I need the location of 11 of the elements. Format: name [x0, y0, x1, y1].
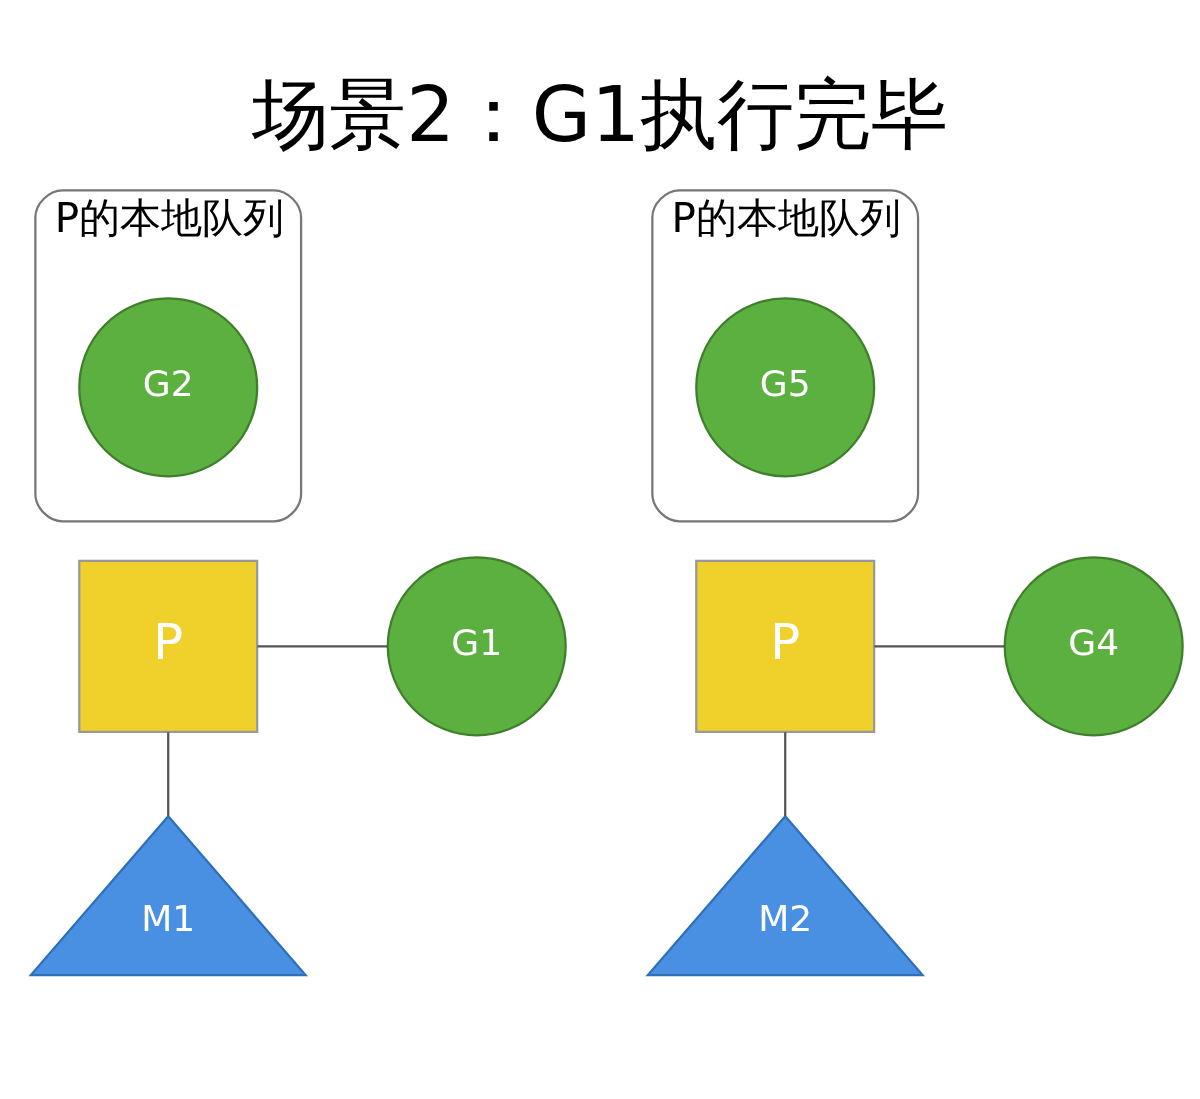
connector — [257, 645, 388, 648]
diagram-title: 场景2：G1执行完毕 — [252, 70, 948, 160]
node-circle: G1 — [386, 556, 567, 737]
connector — [167, 732, 170, 816]
connector — [874, 645, 1005, 648]
node-box: P — [78, 559, 259, 733]
node-circle: G4 — [1003, 556, 1184, 737]
node-circle: G2 — [78, 297, 259, 478]
connector — [784, 732, 787, 816]
node-box: P — [695, 559, 876, 733]
node-circle: G5 — [695, 297, 876, 478]
